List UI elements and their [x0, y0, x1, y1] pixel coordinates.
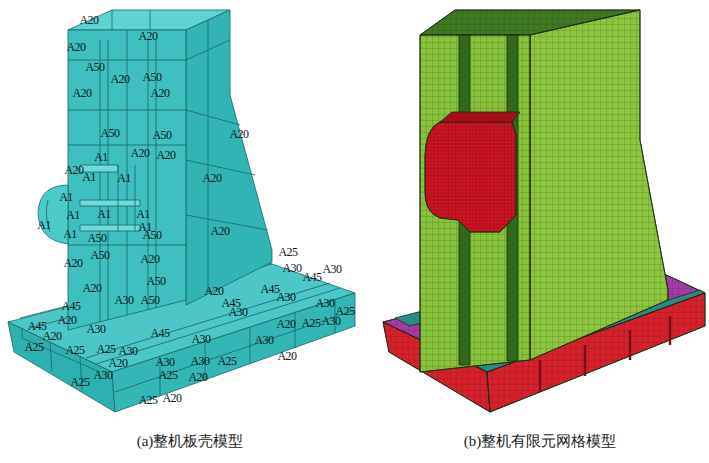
- thickness-label: A20: [156, 149, 175, 161]
- thickness-label: A50: [146, 275, 165, 287]
- thickness-label: A20: [82, 282, 101, 294]
- thickness-label: A20: [64, 164, 83, 176]
- thickness-label: A30: [321, 315, 340, 327]
- thickness-label: A30: [282, 262, 301, 274]
- thickness-label: A30: [228, 306, 247, 318]
- thickness-label: A1: [37, 219, 51, 231]
- thickness-label: A1: [59, 191, 73, 203]
- thickness-label: A1: [63, 228, 77, 240]
- thickness-label: A20: [162, 392, 181, 404]
- thickness-label: A1: [97, 208, 111, 220]
- thickness-label: A20: [110, 73, 129, 85]
- thickness-label: A50: [140, 294, 159, 306]
- thickness-label: A20: [79, 14, 98, 26]
- thickness-label: A45: [302, 271, 321, 283]
- thickness-label: A30: [191, 333, 210, 345]
- thickness-label: A20: [229, 128, 248, 140]
- thickness-label: A25: [96, 343, 115, 355]
- thickness-label: A20: [140, 253, 159, 265]
- thickness-label: A30: [276, 291, 295, 303]
- subfigure-caption: (b)整机有限元网格模型: [464, 434, 617, 449]
- thickness-label: A20: [138, 30, 157, 42]
- thickness-label: A25: [70, 376, 89, 388]
- thickness-label: A25: [158, 369, 177, 381]
- thickness-label: A50: [90, 249, 109, 261]
- thickness-label: A50: [85, 61, 104, 73]
- thickness-label: A45: [61, 300, 80, 312]
- thickness-label: A30: [322, 263, 341, 275]
- thickness-label: A30: [190, 355, 209, 367]
- thickness-label: A20: [202, 172, 221, 184]
- thickness-label: A30: [114, 294, 133, 306]
- thickness-label: A50: [100, 127, 119, 139]
- thickness-label: A30: [86, 323, 105, 335]
- thickness-label: A30: [155, 356, 174, 368]
- thickness-label: A1: [94, 151, 108, 163]
- thickness-label: A30: [93, 369, 112, 381]
- thickness-label: A20: [108, 357, 127, 369]
- thickness-label: A50: [152, 129, 171, 141]
- thickness-label: A30: [254, 334, 273, 346]
- thickness-label: A1: [136, 208, 150, 220]
- thickness-label: A20: [130, 147, 149, 159]
- thickness-label: A1: [82, 171, 96, 183]
- thickness-label: A25: [278, 246, 297, 258]
- thickness-label: A50: [142, 71, 161, 83]
- thickness-label: A20: [277, 350, 296, 362]
- thickness-label: A25: [217, 355, 236, 367]
- thickness-label: A20: [210, 225, 229, 237]
- thickness-label: A30: [315, 297, 334, 309]
- thickness-label: A20: [204, 285, 223, 297]
- thickness-label: A20: [63, 257, 82, 269]
- thickness-label: A25: [24, 341, 43, 353]
- thickness-label: A25: [138, 394, 157, 406]
- thickness-label: A45: [150, 327, 169, 339]
- thickness-label: A20: [57, 314, 76, 326]
- thickness-label: A20: [276, 318, 295, 330]
- thickness-label: A1: [66, 209, 80, 221]
- subfigure-caption: (a)整机板壳模型: [137, 434, 244, 449]
- thickness-label: A50: [142, 229, 161, 241]
- thickness-label: A20: [72, 87, 91, 99]
- thickness-label: A50: [87, 232, 106, 244]
- thickness-label: A20: [66, 41, 85, 53]
- thickness-label: A20: [42, 330, 61, 342]
- thickness-label: A1: [117, 172, 131, 184]
- thickness-label: A20: [188, 371, 207, 383]
- thickness-label: A30: [118, 345, 137, 357]
- thickness-label: A25: [65, 344, 84, 356]
- thickness-label: A20: [150, 87, 169, 99]
- thickness-label: A25: [301, 317, 320, 329]
